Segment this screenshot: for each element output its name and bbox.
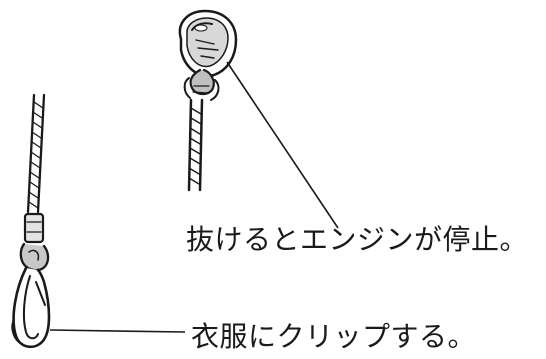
clip-to-clothes-label: 衣服にクリップする。	[191, 320, 477, 353]
engine-stop-label: 抜けるとエンジンが停止。	[186, 223, 529, 256]
leader-line-clip	[49, 329, 186, 333]
kill-switch-plug-illustration	[178, 9, 238, 192]
leader-line-plug	[226, 61, 339, 229]
lanyard-clip-illustration	[11, 93, 51, 349]
